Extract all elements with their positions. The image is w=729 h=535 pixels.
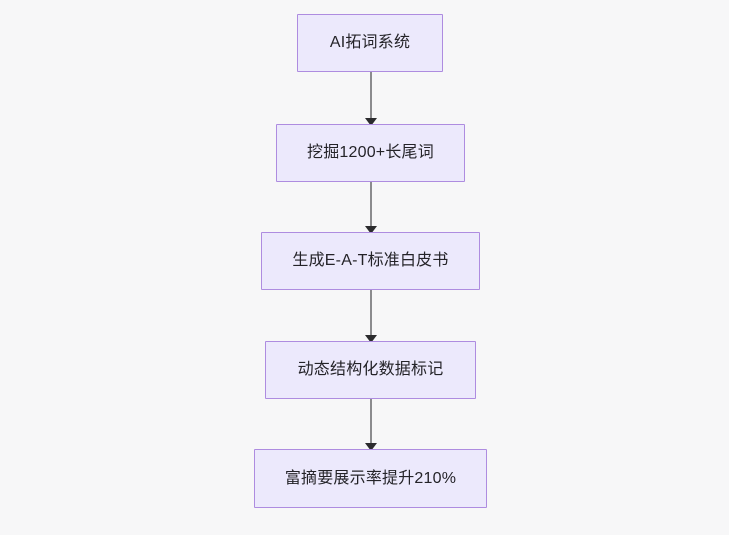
flowchart-node-mine-longtail-keywords[interactable]: 挖掘1200+长尾词 (276, 124, 465, 182)
node-label: 富摘要展示率提升210% (284, 469, 457, 487)
node-label: AI拓词系统 (329, 34, 411, 52)
node-label: 动态结构化数据标记 (297, 361, 444, 379)
arrowhead-icon (365, 443, 377, 451)
arrowhead-icon (365, 118, 377, 126)
edge-node3-to-node4 (355, 288, 387, 345)
node-label: 生成E-A-T标准白皮书 (292, 252, 449, 270)
flowchart-node-ai-keyword-system[interactable]: AI拓词系统 (297, 14, 443, 72)
edge-node1-to-node2 (355, 70, 387, 128)
flowchart-node-rich-snippet-rate-increase[interactable]: 富摘要展示率提升210% (254, 449, 487, 508)
arrowhead-icon (365, 335, 377, 343)
edge-node2-to-node3 (355, 180, 387, 236)
edge-node4-to-node5 (355, 397, 387, 453)
node-label: 挖掘1200+长尾词 (307, 144, 434, 162)
arrowhead-icon (365, 226, 377, 234)
flowchart-node-generate-eat-whitepaper[interactable]: 生成E-A-T标准白皮书 (261, 232, 480, 290)
flowchart-node-dynamic-structured-data-markup[interactable]: 动态结构化数据标记 (265, 341, 476, 399)
